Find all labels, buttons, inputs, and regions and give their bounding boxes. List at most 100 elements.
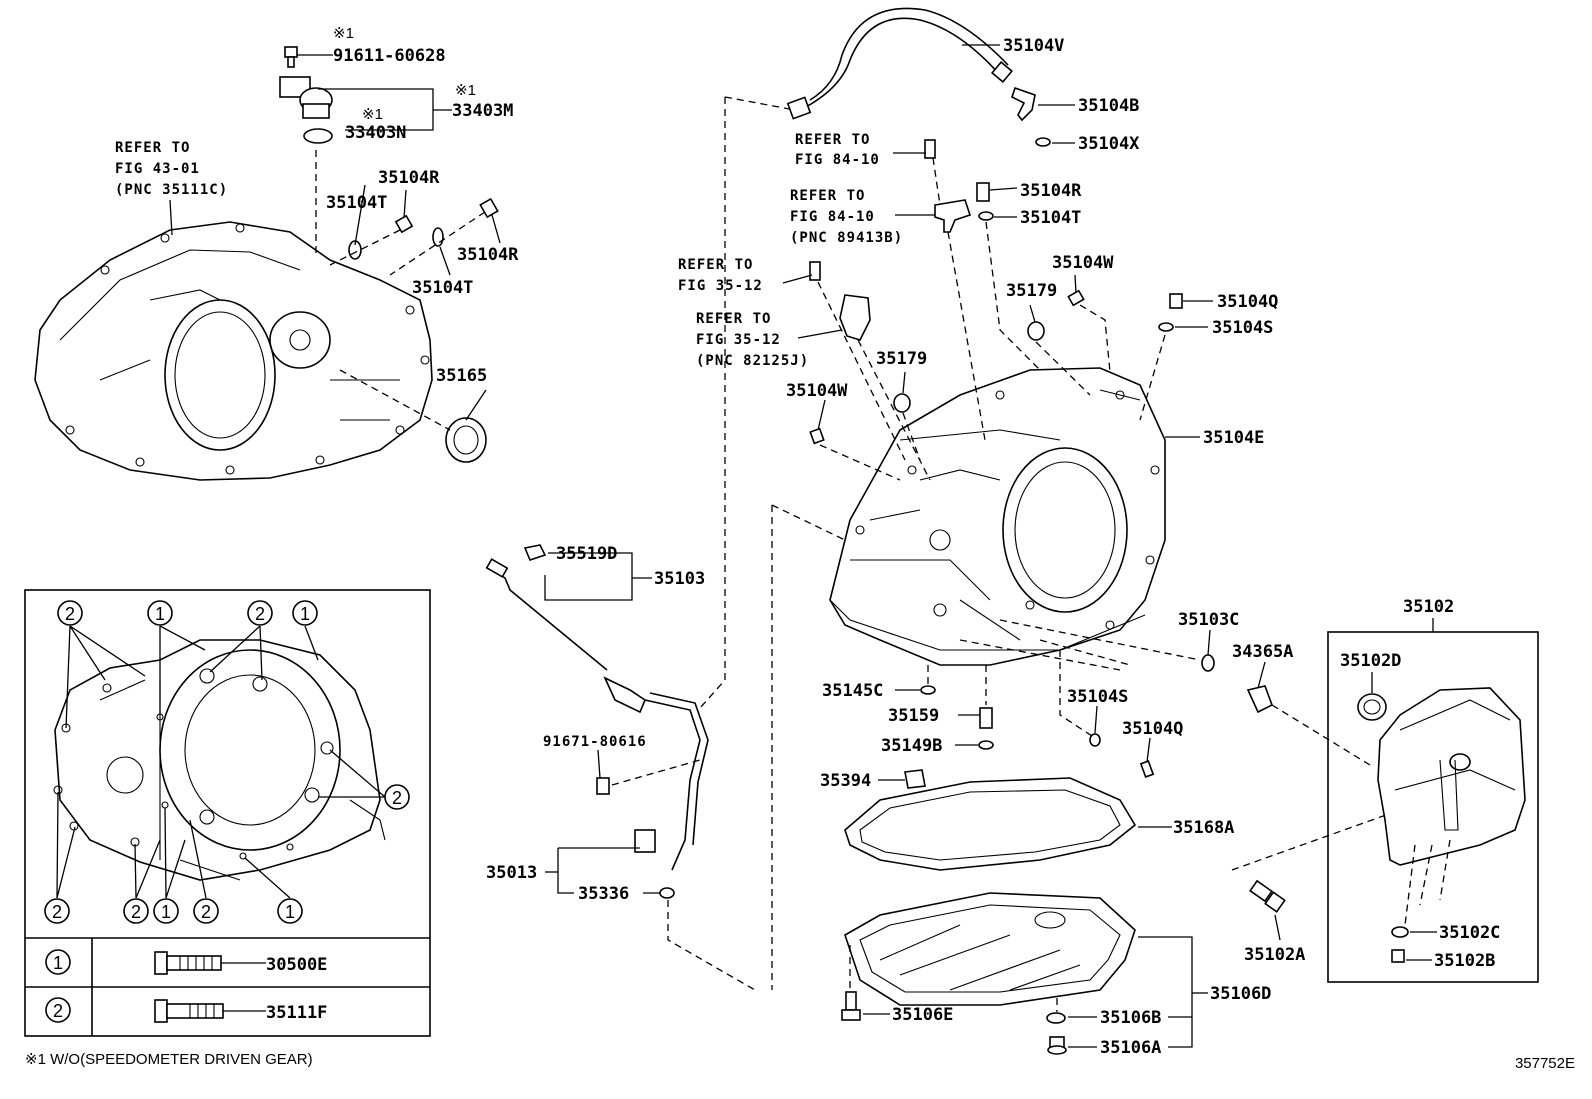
part-label: 35102A <box>1244 945 1305 965</box>
callout-2-d: 2 <box>44 898 70 924</box>
svg-text:2: 2 <box>255 604 265 624</box>
part-label: 35106B <box>1100 1008 1161 1028</box>
part-label: 35179 <box>876 349 927 369</box>
note-marks: ※1 ※1 ※1 <box>333 25 476 123</box>
part-label: 35013 <box>486 863 537 883</box>
svg-text:1: 1 <box>300 604 310 624</box>
svg-text:1: 1 <box>161 902 171 922</box>
inset-legend: 1 30500E 2 35111F <box>45 949 327 1023</box>
callout-1-d: 1 <box>277 898 303 924</box>
o-ring-33403N <box>303 128 333 144</box>
part-label: 33403M <box>452 101 513 121</box>
part-label: 35106A <box>1100 1038 1161 1058</box>
converter-housing <box>34 221 433 481</box>
diagram-id: 357752E <box>1515 1055 1575 1072</box>
bolt-91611 <box>284 46 298 68</box>
legend-row-1: 1 30500E <box>45 949 327 975</box>
part-label: 35179 <box>1006 281 1057 301</box>
oil-pan-gasket <box>844 777 1137 871</box>
part-label: 35104R <box>457 245 519 265</box>
speedometer-sleeve <box>279 76 333 119</box>
svg-text:2: 2 <box>392 788 402 808</box>
part-label: 35519D <box>556 544 617 564</box>
o-ring-35336 <box>659 887 675 899</box>
svg-text:2: 2 <box>65 604 75 624</box>
callout-2-b: 2 <box>247 600 273 626</box>
refer-fig-35-12-a: REFER TO FIG 35-12 <box>678 257 763 294</box>
center-small-parts <box>809 137 1273 789</box>
svg-text:REFER TO: REFER TO <box>696 311 771 327</box>
part-label: 35104Q <box>1217 292 1278 312</box>
svg-text:(PNC 89413B): (PNC 89413B) <box>790 230 903 246</box>
svg-text:FIG 35-12: FIG 35-12 <box>696 332 781 348</box>
part-label: 35104T <box>412 278 473 298</box>
svg-text:2: 2 <box>52 902 62 922</box>
breather-hose <box>786 7 1036 122</box>
part-label: 33403N <box>345 123 406 143</box>
oil-seal-35165 <box>445 417 487 463</box>
case-leader-lines <box>782 44 1401 871</box>
callout-2-e: 2 <box>123 898 149 924</box>
callout-2-a: 2 <box>57 600 83 626</box>
refer-fig-43-01: REFER TO FIG 43-01 (PNC 35111C) <box>115 140 227 198</box>
part-label: 35149B <box>881 736 942 756</box>
part-label: 35165 <box>436 366 487 386</box>
svg-text:1: 1 <box>285 902 295 922</box>
left-leader-lines <box>169 54 501 431</box>
part-label: 35168A <box>1173 818 1234 838</box>
inset-callouts: 2 1 2 1 2 2 2 1 2 1 <box>44 600 410 924</box>
callout-2-c: 2 <box>384 784 410 810</box>
part-label: 35104R <box>1020 181 1082 201</box>
bolt-icon <box>154 951 222 975</box>
part-label: 35104S <box>1067 687 1128 707</box>
part-label: 35102D <box>1340 651 1401 671</box>
transaxle-case <box>829 367 1201 671</box>
part-label: 35102 <box>1403 597 1454 617</box>
drain-plug-parts <box>841 991 1067 1055</box>
callout-1-a: 1 <box>147 600 173 626</box>
note-mark: ※1 <box>455 82 476 99</box>
svg-text:FIG 84-10: FIG 84-10 <box>795 152 880 168</box>
svg-text:2: 2 <box>131 902 141 922</box>
svg-text:REFER TO: REFER TO <box>678 257 753 273</box>
part-label: 35145C <box>822 681 883 701</box>
part-label: 35104W <box>1052 253 1114 273</box>
svg-text:1: 1 <box>155 604 165 624</box>
svg-text:1: 1 <box>53 953 63 973</box>
part-label: 35104Q <box>1122 719 1183 739</box>
legend-part-1: 30500E <box>266 955 327 975</box>
callout-1-c: 1 <box>153 898 179 924</box>
part-label: 35102C <box>1439 923 1500 943</box>
refer-fig-84-10-b: REFER TO FIG 84-10 (PNC 89413B) <box>790 188 903 246</box>
part-label: 91611-60628 <box>333 46 446 66</box>
legend-part-2: 35111F <box>266 1003 327 1023</box>
part-label: 35104R <box>378 168 440 188</box>
svg-text:REFER TO: REFER TO <box>115 140 190 156</box>
oil-pan <box>844 892 1136 1006</box>
part-label: 35104S <box>1212 318 1273 338</box>
small-parts-left <box>348 197 499 260</box>
inset-box <box>24 589 431 1037</box>
part-label: 35104B <box>1078 96 1139 116</box>
note-mark: ※1 <box>333 25 354 42</box>
footnote: ※1 W/O(SPEEDOMETER DRIVEN GEAR) <box>25 1051 313 1068</box>
part-label: 35106E <box>892 1005 953 1025</box>
part-label: 35106D <box>1210 984 1271 1004</box>
center-leader-lines <box>544 96 846 991</box>
part-label: 35104T <box>326 193 387 213</box>
svg-text:REFER TO: REFER TO <box>795 132 870 148</box>
svg-text:2: 2 <box>201 902 211 922</box>
part-label: 35394 <box>820 771 871 791</box>
svg-text:FIG 43-01: FIG 43-01 <box>115 161 200 177</box>
part-label: 35104T <box>1020 208 1081 228</box>
pan-leader-lines <box>849 826 1208 1048</box>
svg-text:FIG 35-12: FIG 35-12 <box>678 278 763 294</box>
svg-text:2: 2 <box>53 1001 63 1021</box>
part-label: 35104W <box>786 381 848 401</box>
part-label: 35104V <box>1003 36 1064 56</box>
part-label: 35103C <box>1178 610 1239 630</box>
refer-notes: REFER TO FIG 43-01 (PNC 35111C) REFER TO… <box>115 132 903 369</box>
part-label: 91671-80616 <box>543 734 647 750</box>
part-label: 35102B <box>1434 951 1495 971</box>
